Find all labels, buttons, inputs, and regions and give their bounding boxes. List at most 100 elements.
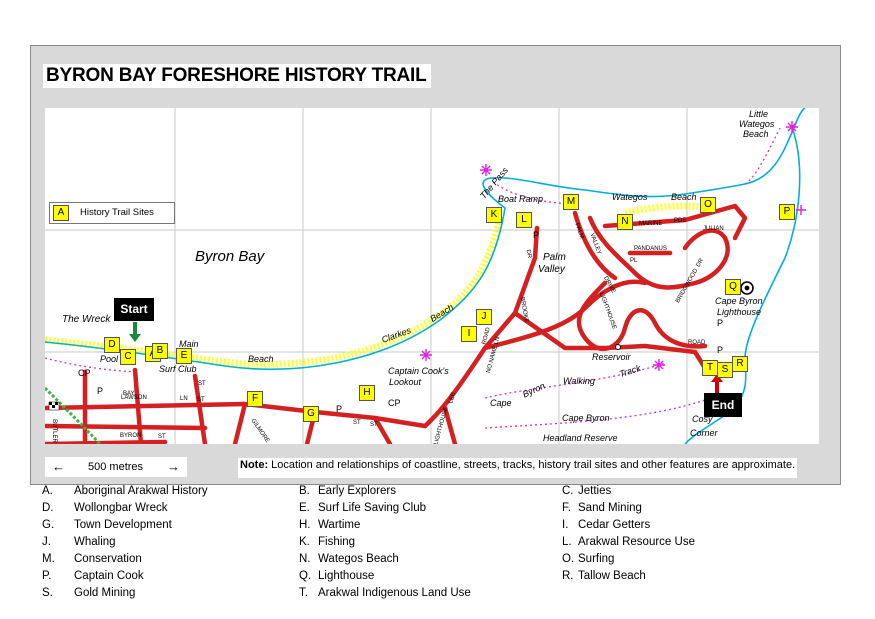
lookout-icon bbox=[420, 349, 432, 361]
label-lookout: Lookout bbox=[389, 377, 422, 387]
site-code: I. bbox=[562, 519, 569, 531]
label-walking: Walking bbox=[563, 376, 595, 386]
label-little-beach: Beach bbox=[743, 129, 769, 139]
street-st-4: ST bbox=[353, 420, 361, 426]
trail-marker-c[interactable]: C bbox=[120, 349, 136, 365]
scale-bar: ← 500 metres → bbox=[45, 457, 187, 477]
site-name: Wollongbar Wreck bbox=[74, 502, 168, 514]
label-cp-2: CP bbox=[388, 398, 401, 408]
scale-right-arrow-icon: → bbox=[167, 459, 180, 474]
trail-marker-r[interactable]: R bbox=[732, 356, 748, 372]
street-byron: BYRON bbox=[120, 433, 142, 439]
site-name: Captain Cook bbox=[74, 570, 144, 582]
street-st-2: ST bbox=[197, 397, 205, 403]
site-name: Arakwal Indigenous Land Use bbox=[318, 587, 471, 599]
site-code: L. bbox=[562, 536, 572, 548]
checkered-flag-icon bbox=[48, 401, 60, 411]
little-wategos-icon bbox=[786, 121, 798, 133]
site-name: Town Development bbox=[74, 519, 172, 531]
label-beach-wategos: Beach bbox=[671, 192, 697, 202]
trail-marker-t[interactable]: T bbox=[702, 360, 718, 376]
site-code: F. bbox=[562, 502, 571, 514]
label-beach-main: Beach bbox=[248, 354, 274, 364]
label-byron-bay: Byron Bay bbox=[195, 248, 265, 265]
trail-marker-p[interactable]: P bbox=[779, 204, 795, 220]
trail-marker-q[interactable]: Q bbox=[725, 279, 741, 295]
trail-marker-d[interactable]: D bbox=[104, 337, 120, 353]
label-the-wreck: The Wreck bbox=[62, 314, 111, 325]
point-icon bbox=[796, 205, 806, 215]
map-canvas: Byron Bay The Wreck Main Beach Pool Surf… bbox=[45, 108, 819, 444]
start-arrow bbox=[129, 322, 141, 342]
trail-marker-m[interactable]: M bbox=[563, 194, 579, 210]
label-palm: Palm bbox=[543, 252, 566, 263]
site-code: Q. bbox=[299, 570, 312, 582]
the-pass-icon bbox=[480, 164, 492, 176]
trail-marker-b[interactable]: B bbox=[152, 343, 168, 359]
site-code: P. bbox=[42, 570, 52, 582]
trail-marker-k[interactable]: K bbox=[486, 207, 502, 223]
label-reservoir: Reservoir bbox=[592, 352, 631, 362]
map-grid bbox=[45, 108, 819, 444]
site-code: R. bbox=[562, 570, 574, 582]
site-code: A. bbox=[42, 485, 53, 497]
street-road-2: ROAD bbox=[688, 340, 706, 346]
site-name: Whaling bbox=[74, 536, 116, 548]
site-code: C. bbox=[562, 485, 574, 497]
trail-marker-e[interactable]: E bbox=[176, 348, 192, 364]
end-arrow bbox=[711, 374, 723, 394]
street-dr: DR bbox=[524, 249, 533, 259]
site-code: G. bbox=[42, 519, 55, 531]
site-name: Early Explorers bbox=[318, 485, 396, 497]
trail-marker-l[interactable]: L bbox=[516, 212, 532, 228]
trail-marker-o[interactable]: O bbox=[700, 197, 716, 213]
site-code: S. bbox=[42, 587, 53, 599]
site-name: Wartime bbox=[318, 519, 361, 531]
label-captain-cooks: Captain Cook's bbox=[388, 366, 449, 376]
trail-marker-s[interactable]: S bbox=[717, 362, 733, 378]
site-name: Tallow Beach bbox=[578, 570, 646, 582]
trail-marker-g[interactable]: G bbox=[303, 406, 319, 422]
approximation-note: Note: Location and relationships of coas… bbox=[238, 458, 798, 478]
street-marine: MARINE bbox=[639, 221, 663, 227]
site-name: Cedar Getters bbox=[578, 519, 651, 531]
site-code: E. bbox=[299, 502, 310, 514]
street-st-3: ST bbox=[158, 434, 166, 440]
trail-marker-h[interactable]: H bbox=[359, 385, 375, 401]
label-lighthouse: Lighthouse bbox=[717, 307, 762, 317]
label-p-3: P bbox=[533, 230, 540, 240]
trail-marker-j[interactable]: J bbox=[476, 309, 492, 325]
label-headland-reserve: Headland Reserve bbox=[543, 433, 618, 443]
map-drawing bbox=[45, 108, 819, 444]
trail-marker-n[interactable]: N bbox=[617, 214, 633, 230]
street-lawson: LAWSON bbox=[121, 395, 147, 401]
site-name: Aboriginal Arakwal History bbox=[74, 485, 208, 497]
label-cp: CP bbox=[78, 368, 91, 378]
site-code: D. bbox=[42, 502, 54, 514]
trail-marker-i[interactable]: I bbox=[461, 326, 477, 342]
label-cape-byron: Cape Byron bbox=[715, 296, 763, 306]
street-butler: BUTLER bbox=[50, 419, 57, 443]
start-callout: Start bbox=[114, 298, 154, 321]
site-name: Wategos Beach bbox=[318, 553, 399, 565]
site-code: O. bbox=[562, 553, 575, 565]
site-name: Lighthouse bbox=[318, 570, 375, 582]
street-julian: JULIAN bbox=[703, 226, 724, 232]
site-code: T. bbox=[299, 587, 308, 599]
lighthouse-icon bbox=[740, 281, 754, 295]
trail-site-list: A. Aboriginal Arakwal History B. Early E… bbox=[0, 485, 875, 615]
label-p-2: P bbox=[336, 404, 343, 414]
site-code: M. bbox=[42, 553, 55, 565]
label-surf-club: Surf Club bbox=[159, 364, 197, 374]
trail-marker-f[interactable]: F bbox=[247, 391, 263, 407]
legend-box: A History Trail Sites bbox=[49, 202, 175, 224]
site-code: J. bbox=[42, 536, 51, 548]
street-bay: BAY bbox=[123, 391, 135, 397]
end-callout: End bbox=[704, 393, 742, 417]
label-p: P bbox=[97, 386, 104, 396]
site-name: Jetties bbox=[578, 485, 612, 497]
label-cosy: Cosy bbox=[692, 414, 713, 424]
site-name: Fishing bbox=[318, 536, 356, 548]
map-title: BYRON BAY FORESHORE HISTORY TRAIL bbox=[43, 64, 431, 88]
site-name: Surf Life Saving Club bbox=[318, 502, 427, 514]
